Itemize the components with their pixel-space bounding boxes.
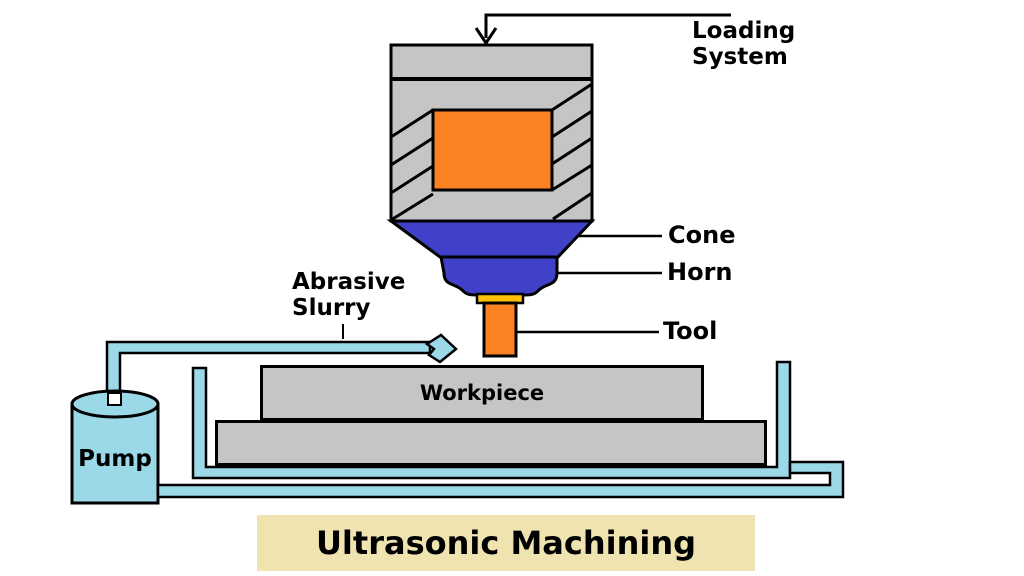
cone-label: Cone [668,221,736,249]
tool-shape [482,301,518,358]
slurry-return-pipe [156,460,845,499]
loading-arrow-line [484,13,731,38]
transducer-core [431,108,554,192]
page-title: Ultrasonic Machining [315,524,697,562]
down-arrow-icon [474,27,498,46]
slurry-nozzle-arrowhead-icon [424,333,458,364]
title-banner: Ultrasonic Machining [257,515,755,571]
workpiece-label: Workpiece [419,380,545,405]
workpiece-top-block: Workpiece [260,365,704,421]
pump-inlet-port [107,392,122,406]
pump-label: Pump [78,446,152,472]
abrasive-slurry-label: Abrasive Slurry [292,269,406,322]
slurry-tank [191,360,792,480]
horn-label: Horn [667,258,733,286]
horn-shape [439,255,559,297]
loading-system-label: Loading System [692,18,796,71]
tool-label: Tool [663,317,718,345]
hatch-lines-left [390,108,434,222]
cone-shape [386,219,596,259]
workpiece-base-block [215,420,767,466]
pump-body [70,402,160,505]
hatch-lines-right [551,82,593,221]
